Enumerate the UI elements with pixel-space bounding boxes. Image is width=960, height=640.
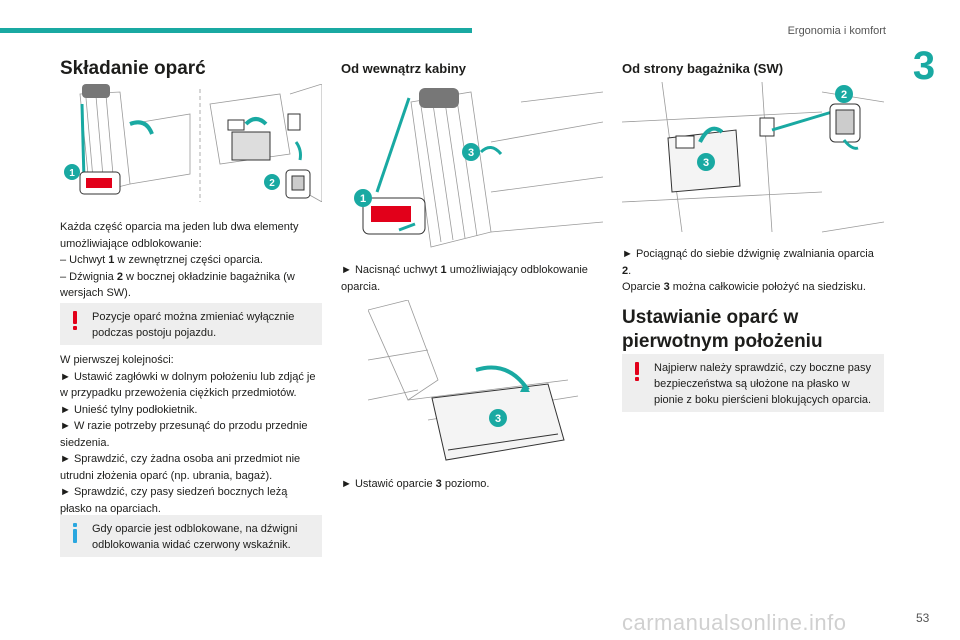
text: Oparcie (622, 281, 664, 293)
watermark: carmanualsonline.info (622, 610, 847, 635)
heading-restore-position: Ustawianie oparć w pierwotnym położeniu (622, 307, 823, 352)
column-1-text: Każda część oparcia ma jeden lub dwa ele… (60, 219, 322, 302)
illustration-trunk-lever: 2 3 (622, 82, 884, 234)
illustration-backrest-folded: 3 (368, 300, 596, 468)
note-lay-flat: Oparcie 3 można całkowicie położyć na si… (622, 279, 884, 296)
number: 1 (108, 254, 115, 266)
text: – Uchwyt (60, 254, 109, 266)
column-2-step2: ► Ustawić oparcie 3 poziomo. (341, 476, 603, 493)
label-3: 3 (703, 157, 709, 169)
number: 1 (440, 264, 447, 276)
chapter-number: 3 (912, 44, 936, 88)
heading-from-trunk: Od strony bagażnika (SW) (622, 61, 784, 76)
label-2: 2 (841, 89, 847, 101)
warning-exclamation-icon (635, 362, 639, 381)
warning-exclamation-icon (73, 311, 77, 330)
label-1: 1 (69, 168, 75, 179)
steps-list: W pierwszej kolejności: ► Ustawić zagłów… (60, 352, 322, 517)
label-3: 3 (468, 147, 474, 159)
text: ► Ustawić oparcie (341, 478, 436, 490)
info-box: Gdy oparcie jest odblokowane, na dźwigni… (60, 515, 322, 557)
steps-heading: W pierwszej kolejności: (60, 354, 174, 366)
section-title: Ergonomia i komfort (787, 25, 886, 37)
info-icon (73, 523, 77, 543)
warning-box: Pozycje oparć można zmieniać wyłącznie p… (60, 303, 322, 345)
heading-from-cabin: Od wewnątrz kabiny (341, 61, 466, 76)
step-headrests: ► Ustawić zagłówki w dolnym położeniu lu… (60, 370, 316, 400)
number: 2 (116, 270, 123, 283)
warning-box-belts: Najpierw należy sprawdzić, czy boczne pa… (622, 354, 884, 412)
page-number: 53 (916, 611, 930, 625)
step-pull-lever: ► Pociągnąć do siebie dźwignię zwalniani… (622, 246, 884, 279)
text: w zewnętrznej części oparcia. (114, 254, 263, 266)
step-set-horizontal: ► Ustawić oparcie 3 poziomo. (341, 476, 603, 493)
text: ► Pociągnąć do siebie dźwignię zwalniani… (622, 248, 874, 260)
paragraph-intro: Każda część oparcia ma jeden lub dwa ele… (60, 221, 299, 250)
text: ► Nacisnąć uchwyt (341, 264, 441, 276)
warning-text: Najpierw należy sprawdzić, czy boczne pa… (654, 362, 872, 406)
list-item-handle: – Uchwyt 1 w zewnętrznej części oparcia. (60, 252, 322, 269)
step-check-belts: ► Sprawdzić, czy pasy siedzeń bocznych l… (60, 486, 288, 515)
text: w bocznej okładzinie bagażnika (w wersja… (60, 270, 295, 300)
warning-text: Pozycje oparć można zmieniać wyłącznie p… (92, 311, 295, 339)
illustration-cabin-handle: 1 3 (341, 82, 603, 252)
column-3-steps: ► Pociągnąć do siebie dźwignię zwalniani… (622, 246, 884, 296)
illustration-seat-overview: 1 2 (60, 84, 322, 202)
step-front-seats: ► W razie potrzeby przesunąć do przodu p… (60, 420, 308, 449)
number: 2 (622, 264, 629, 277)
column-2-step1: ► Nacisnąć uchwyt 1 umożliwiający odblok… (341, 262, 603, 295)
text: umożliwiający odblokowanie oparcia. (341, 264, 588, 293)
label-1: 1 (360, 193, 366, 205)
trunk-lever-detail (285, 169, 311, 199)
info-text: Gdy oparcie jest odblokowane, na dźwigni… (92, 523, 298, 551)
number: 3 (435, 478, 442, 490)
label-3: 3 (495, 413, 501, 425)
number: 3 (663, 281, 670, 293)
heading-folding: Składanie oparć (60, 58, 206, 79)
text: można całkowicie położyć na siedzisku. (669, 281, 866, 293)
lever-closeup (829, 103, 861, 150)
text: poziomo. (441, 478, 490, 490)
text: – Dźwignia (60, 270, 117, 283)
label-2: 2 (269, 178, 275, 189)
handle-closeup (362, 197, 426, 235)
header-accent-bar (0, 28, 472, 33)
list-item-lever: – Dźwignia 2 w bocznej okładzinie bagażn… (60, 269, 322, 302)
step-press-handle: ► Nacisnąć uchwyt 1 umożliwiający odblok… (341, 262, 603, 295)
release-handle-detail (79, 171, 121, 195)
step-check-objects: ► Sprawdzić, czy żadna osoba ani przedmi… (60, 453, 301, 482)
text: . (628, 264, 632, 277)
step-armrest: ► Unieść tylny podłokietnik. (60, 403, 198, 416)
